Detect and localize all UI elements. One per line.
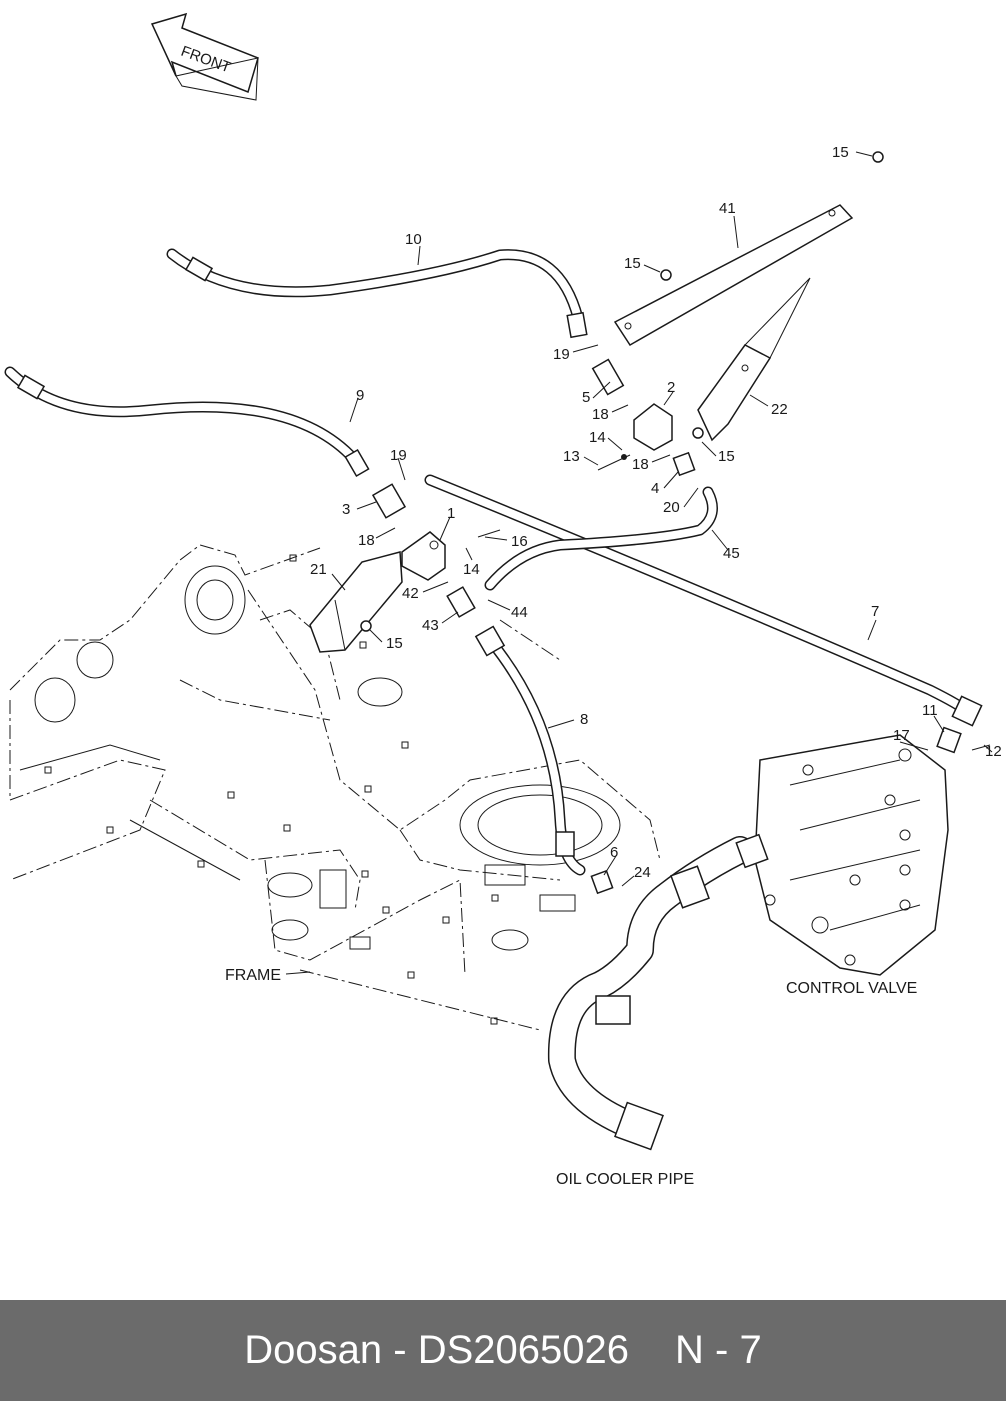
bracket-22	[697, 277, 811, 442]
callout-18: 18	[358, 532, 375, 549]
callout-15: 15	[624, 255, 641, 272]
footer-bar: Doosan - DS2065026 N - 7	[0, 1300, 1006, 1401]
front-arrow-icon: FRONT	[150, 12, 259, 101]
leader-lines	[285, 151, 993, 975]
callout-21: 21	[310, 561, 327, 578]
callout-41: 41	[719, 200, 736, 217]
bracket-21	[309, 551, 403, 653]
callout-13: 13	[563, 448, 580, 465]
callout-44: 44	[511, 604, 528, 621]
callout-17: 17	[893, 727, 910, 744]
control-valve	[754, 734, 949, 976]
callout-14: 14	[463, 561, 480, 578]
callout-15: 15	[832, 144, 849, 161]
control-valve-caption: CONTROL VALVE	[786, 980, 917, 997]
oil-cooler-pipe	[547, 833, 769, 1151]
callout-20: 20	[663, 499, 680, 516]
footer-brand-part: Doosan - DS2065026	[244, 1328, 630, 1372]
fittings	[360, 151, 991, 895]
oil-cooler-pipe-caption: OIL COOLER PIPE	[556, 1171, 694, 1188]
callout-6: 6	[610, 844, 618, 861]
callout-4: 4	[651, 480, 659, 497]
callout-10: 10	[405, 231, 422, 248]
callout-18: 18	[592, 406, 609, 423]
frame-caption: FRAME	[225, 967, 281, 984]
callout-8: 8	[580, 711, 588, 728]
footer-page-ref: N - 7	[675, 1328, 762, 1372]
callout-11: 11	[922, 702, 938, 719]
callout-1: 1	[447, 505, 455, 522]
bracket-41	[613, 204, 854, 347]
hose-9	[4, 366, 370, 478]
callout-7: 7	[871, 603, 879, 620]
callout-15: 15	[386, 635, 403, 652]
callout-2: 2	[667, 379, 675, 396]
block-2	[633, 403, 673, 451]
callout-labels: 15 41 15 10 19 2 5 18 14 13 18 4 20 22 1…	[310, 144, 1002, 881]
callout-43: 43	[422, 617, 439, 634]
callout-22: 22	[771, 401, 788, 418]
callout-5: 5	[582, 389, 590, 406]
callout-24: 24	[634, 864, 651, 881]
callout-45: 45	[723, 545, 740, 562]
hose-10	[166, 248, 588, 339]
parts-diagram: FRONT	[4, 12, 1002, 1188]
callout-18: 18	[632, 456, 649, 473]
callout-42: 42	[402, 585, 419, 602]
hose-8	[474, 625, 586, 876]
callout-15: 15	[718, 448, 735, 465]
frame-structure	[9, 544, 661, 1031]
block-1	[401, 531, 446, 581]
callout-16: 16	[511, 533, 528, 550]
callout-19: 19	[390, 447, 407, 464]
callout-14: 14	[589, 429, 606, 446]
callout-9: 9	[356, 387, 364, 404]
callout-19: 19	[553, 346, 570, 363]
callout-3: 3	[342, 501, 350, 518]
hose-45	[484, 486, 718, 591]
pipe-7	[424, 474, 983, 727]
callout-12: 12	[985, 743, 1002, 760]
